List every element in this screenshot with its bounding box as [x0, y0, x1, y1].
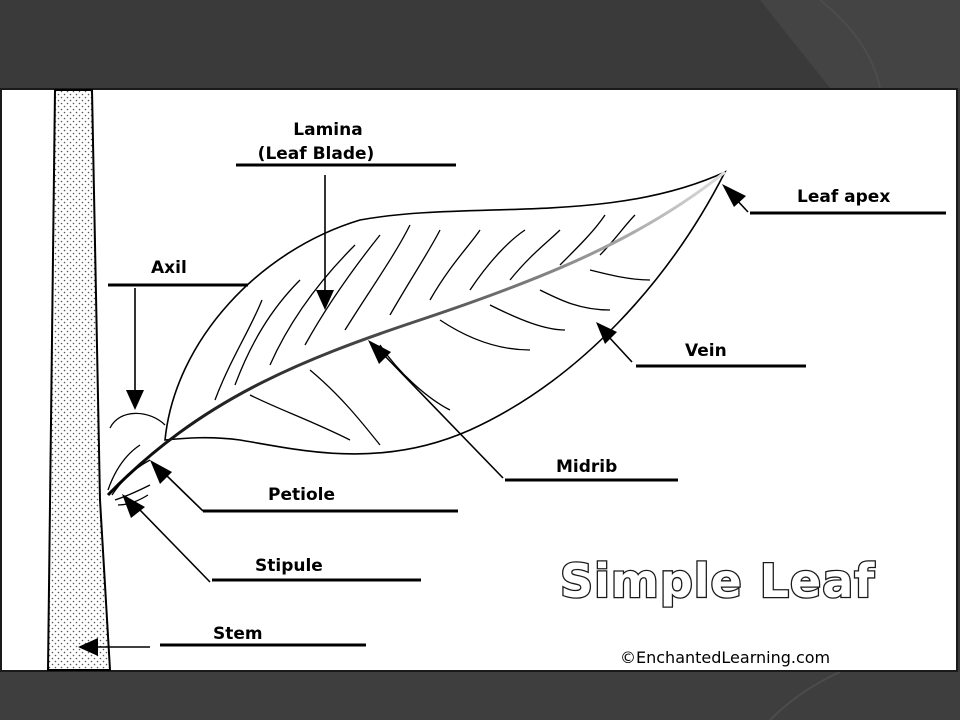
label-leaf-blade: (Leaf Blade) — [258, 144, 375, 164]
leaf-apex-arrowhead — [722, 184, 746, 207]
label-petiole: Petiole — [268, 485, 335, 505]
stipule-arrowhead — [122, 494, 145, 518]
label-leaf-apex: Leaf apex — [797, 187, 890, 207]
arrowheads — [78, 184, 746, 656]
label-lamina: Lamina — [293, 120, 362, 140]
label-vein: Vein — [685, 341, 727, 361]
vein-arrowhead — [596, 322, 617, 344]
leaf-veins — [214, 214, 651, 446]
axil-mark — [109, 412, 166, 429]
lamina-arrowhead — [316, 290, 334, 310]
midrib — [106, 170, 726, 497]
label-midrib: Midrib — [556, 457, 617, 477]
label-underlines — [108, 163, 946, 647]
pointer-lines — [95, 175, 749, 648]
petiole-arrowhead — [150, 460, 172, 484]
credit-text: ©EnchantedLearning.com — [620, 648, 830, 667]
midrib-arrowhead — [368, 340, 391, 364]
label-stipule: Stipule — [255, 556, 323, 576]
stem — [46, 89, 112, 671]
label-stem: Stem — [213, 624, 263, 644]
axil-arrowhead — [126, 390, 144, 410]
stipule — [107, 444, 151, 506]
label-axil: Axil — [151, 258, 187, 278]
stem-arrowhead — [78, 638, 98, 656]
diagram-title: Simple Leaf — [560, 554, 875, 608]
